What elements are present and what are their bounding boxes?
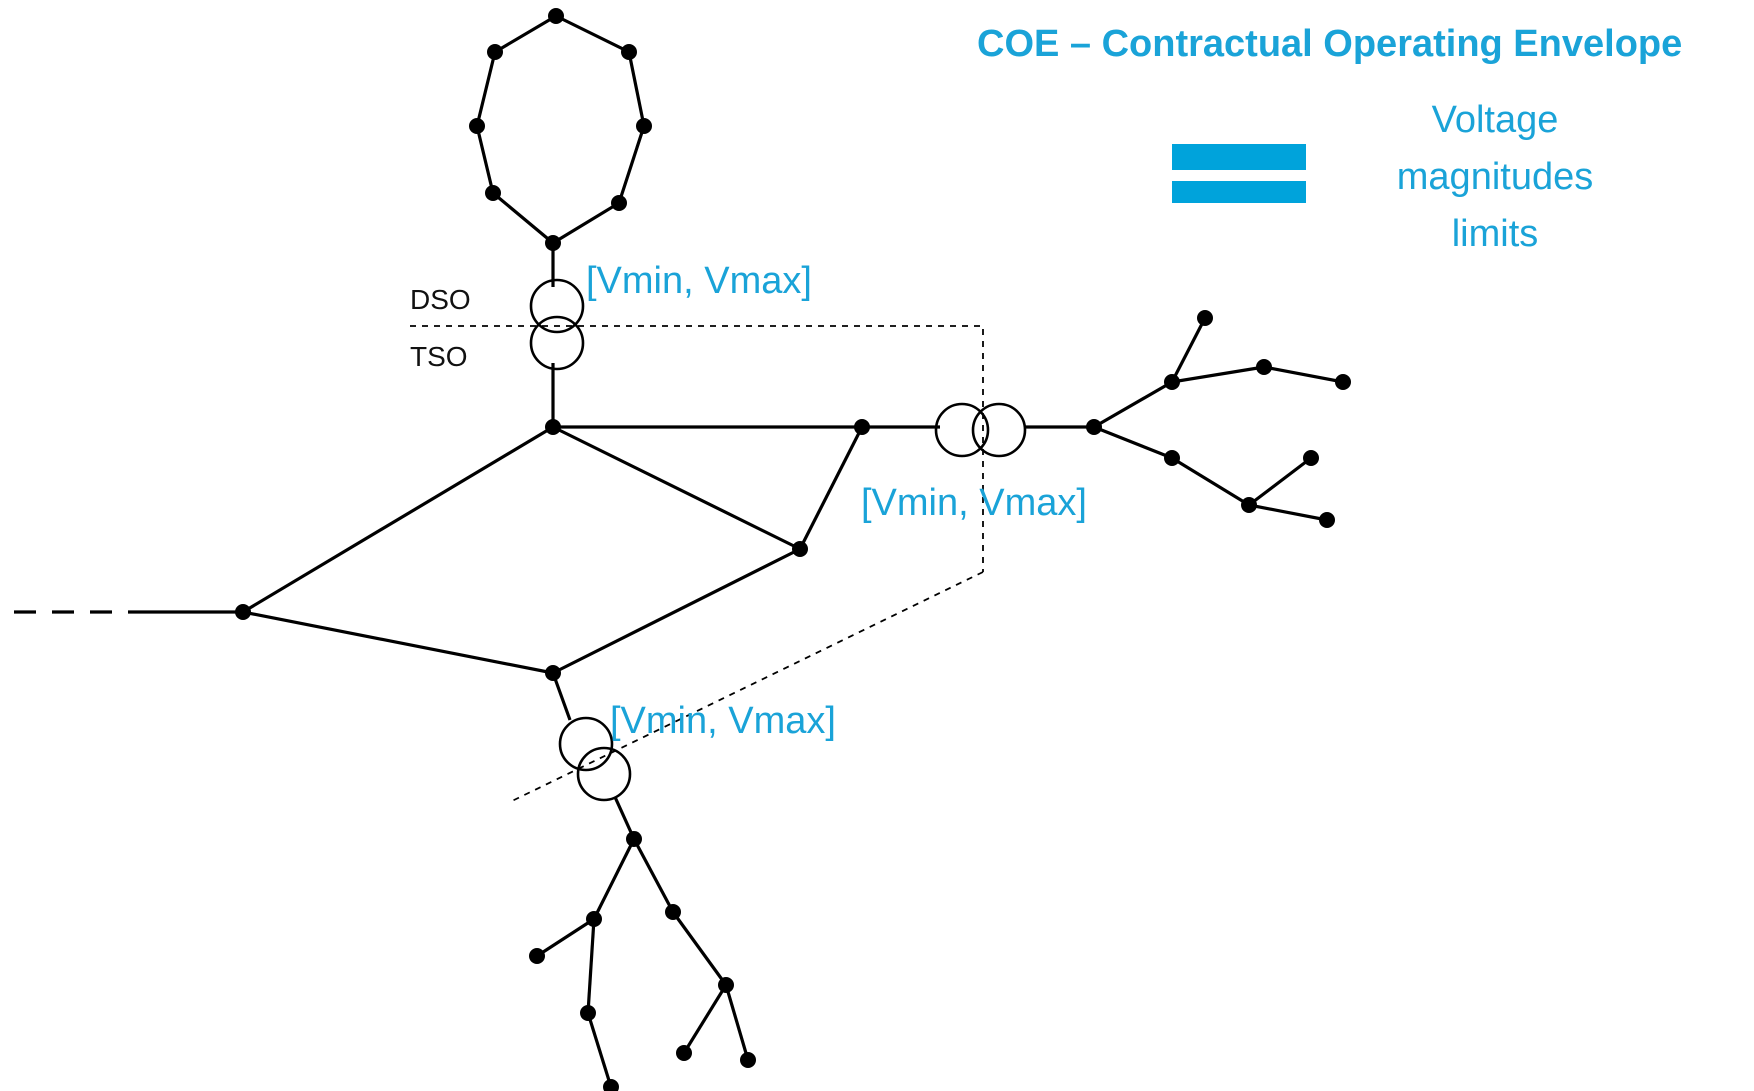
bus-node <box>1086 419 1102 435</box>
bus-node <box>487 44 503 60</box>
bus-node <box>545 235 561 251</box>
bus-node <box>485 185 501 201</box>
line-left-bottom <box>242 610 554 675</box>
bus-node <box>665 904 681 920</box>
transformer-3-coil-upper <box>558 716 614 772</box>
bus-node <box>1319 512 1335 528</box>
bus-node <box>580 1005 596 1021</box>
network-edges <box>142 14 1344 1088</box>
transformer-2-coil-right <box>971 402 1027 458</box>
transformer-2 <box>934 402 1027 458</box>
bus-node <box>469 118 485 134</box>
equals-icon <box>1172 144 1306 203</box>
bottom-feeder-h <box>724 984 750 1061</box>
bus-node <box>792 541 808 557</box>
right-feeder-b <box>1170 317 1207 383</box>
bus-node <box>621 44 637 60</box>
diagram-title: COE – Contractual Operating Envelope <box>977 23 1682 65</box>
bus-node <box>545 419 561 435</box>
right-feeder-g <box>1248 456 1312 507</box>
dso-label: DSO <box>410 284 471 315</box>
right-feeder-d <box>1263 365 1344 384</box>
bus-node <box>676 1045 692 1061</box>
bus-node <box>626 831 642 847</box>
line-mid-bottom <box>552 547 801 675</box>
equivalence-line-3: limits <box>1452 213 1539 255</box>
bus-node <box>1303 450 1319 466</box>
right-feeder-c <box>1171 365 1265 384</box>
bottom-to-transformer-3 <box>551 672 572 721</box>
equals-bar-top <box>1172 144 1306 170</box>
equals-bar-bottom <box>1172 181 1306 203</box>
tso-label: TSO <box>410 341 468 372</box>
dso-tso-boundary <box>410 325 984 802</box>
line-right-mid <box>798 426 864 550</box>
transformer-3 <box>558 716 632 802</box>
bus-node <box>1164 450 1180 466</box>
bus-node <box>1164 374 1180 390</box>
bus-node <box>586 911 602 927</box>
right-feeder-a <box>1093 380 1173 429</box>
bus-node <box>1197 310 1213 326</box>
bottom-feeder-f <box>671 911 728 986</box>
transformer-1-coil-upper <box>529 278 585 334</box>
right-feeder-f <box>1171 456 1250 507</box>
transformer-2-voltage-limits: [Vmin, Vmax] <box>861 482 1087 524</box>
bus-node <box>1241 497 1257 513</box>
bus-node <box>235 604 251 620</box>
bottom-feeder-d <box>586 918 596 1014</box>
transformer-1-voltage-limits: [Vmin, Vmax] <box>586 260 812 302</box>
bus-node <box>718 977 734 993</box>
bottom-feeder-b <box>632 838 675 913</box>
bus-node <box>611 195 627 211</box>
boundary-diagonal <box>511 571 984 802</box>
bus-node <box>1256 359 1272 375</box>
right-feeder-e <box>1093 425 1173 460</box>
bus-node <box>854 419 870 435</box>
bus-node <box>740 1052 756 1068</box>
bus-node <box>603 1079 619 1091</box>
bottom-feeder-c <box>536 917 595 958</box>
equivalence-line-2: magnitudes <box>1397 156 1593 198</box>
line-bus-mid <box>552 425 801 551</box>
transformer-1 <box>529 278 585 371</box>
right-feeder-h <box>1248 503 1328 522</box>
boundary-top-right <box>410 325 984 572</box>
bus-node <box>529 948 545 964</box>
network-nodes <box>235 8 1351 1091</box>
line-bus-left <box>242 425 554 614</box>
bus-node <box>636 118 652 134</box>
bus-node <box>548 8 564 24</box>
transformer-3-voltage-limits: [Vmin, Vmax] <box>610 700 836 742</box>
transformer-3-coil-lower <box>576 746 632 802</box>
bus-node <box>1335 374 1351 390</box>
bottom-feeder-a <box>592 838 636 920</box>
bottom-feeder-e <box>586 1012 613 1088</box>
equivalence-line-1: Voltage <box>1432 99 1559 141</box>
transformer-2-coil-left <box>934 402 990 458</box>
bottom-feeder-g <box>682 984 728 1054</box>
bus-node <box>545 665 561 681</box>
transformer-1-coil-lower <box>529 315 585 371</box>
